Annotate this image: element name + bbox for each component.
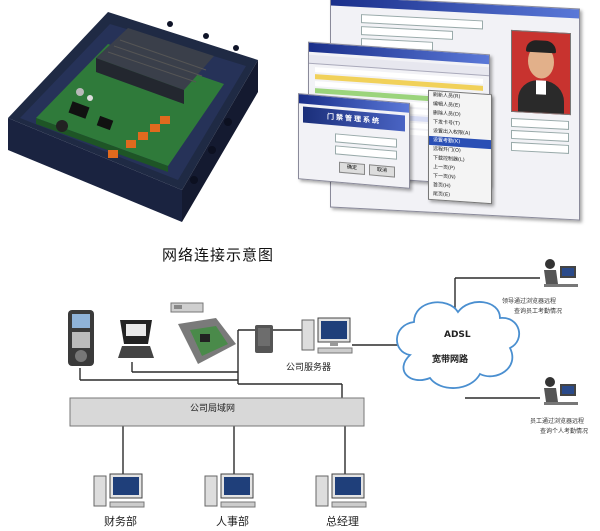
dept-label-finance: 财务部 — [104, 515, 137, 528]
computer-finance-icon — [93, 473, 145, 508]
diagram-title: 网络连接示意图 — [162, 246, 275, 264]
server-label: 公司服务器 — [286, 363, 332, 373]
card-reader-small-icon — [170, 302, 204, 313]
remote-bottom-line1: 员工通过浏览器远程 — [530, 418, 585, 425]
dept-label-gm: 总经理 — [326, 515, 359, 528]
server-computer-icon — [301, 317, 353, 354]
cloud-label-broadband: 宽带网路 — [432, 355, 469, 365]
dept-label-hr: 人事部 — [216, 515, 249, 528]
remote-top-line2: 查询员工考勤情况 — [514, 308, 563, 315]
computer-gm-icon — [315, 473, 367, 508]
hand-reader-icon — [118, 320, 154, 358]
computer-hr-icon — [204, 473, 256, 508]
remote-top-line1: 领导通过浏览器远程 — [502, 298, 557, 305]
controller-board-icon — [178, 318, 236, 364]
controller-box-image — [8, 12, 258, 222]
adsl-cloud — [396, 301, 521, 389]
card-reader-icon — [255, 325, 273, 353]
lan-bar — [69, 397, 365, 427]
remote-user-top-icon — [544, 259, 578, 287]
remote-user-bottom-icon — [544, 377, 578, 405]
fingerprint-reader-icon — [68, 310, 94, 366]
lan-label: 公司局域网 — [190, 404, 236, 414]
remote-bottom-line2: 查询个人考勤情况 — [540, 428, 589, 435]
cloud-label-adsl: ADSL — [444, 330, 471, 340]
